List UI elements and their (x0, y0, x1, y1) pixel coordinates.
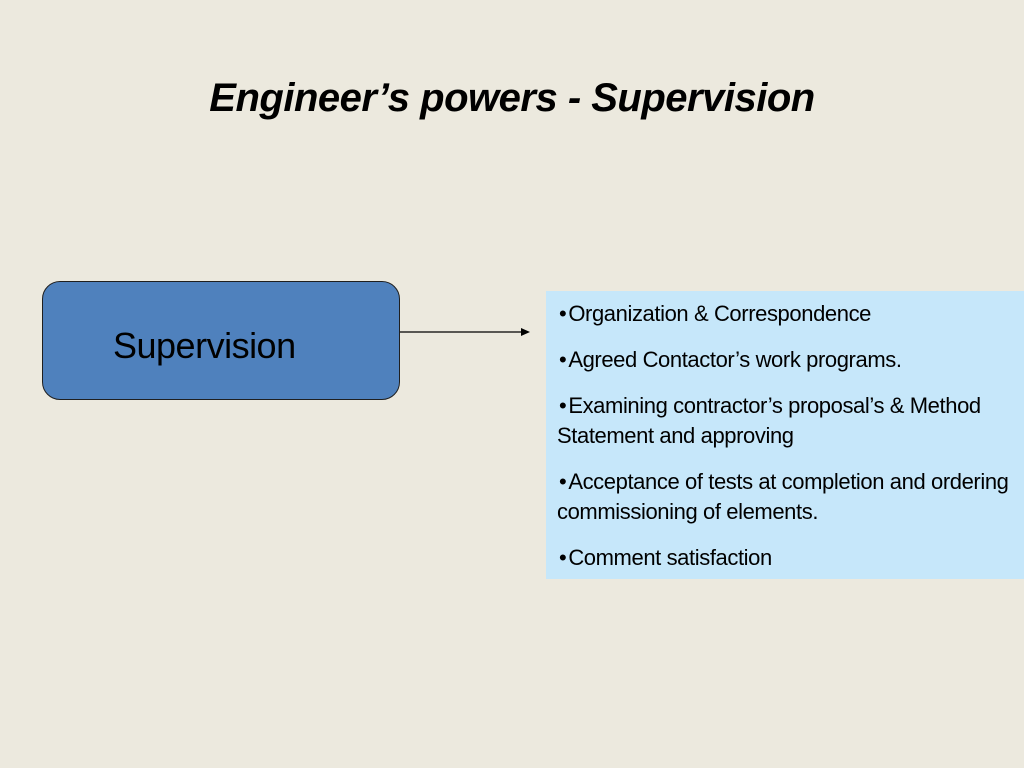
details-item-text: Agreed Contactor’s work programs. (568, 347, 902, 372)
details-item-text: Acceptance of tests at completion and or… (557, 469, 1009, 524)
bullet-icon: • (559, 301, 567, 326)
details-item-text: Comment satisfaction (568, 545, 772, 570)
details-panel: •Organization & Correspondence •Agreed C… (546, 291, 1024, 579)
bullet-icon: • (559, 469, 567, 494)
supervision-node: Supervision (42, 281, 400, 400)
bullet-icon: • (559, 545, 567, 570)
supervision-node-label: Supervision (113, 325, 296, 366)
details-item-satisfaction: •Comment satisfaction (557, 543, 1012, 573)
bullet-icon: • (559, 393, 567, 418)
details-item-text: Organization & Correspondence (568, 301, 872, 326)
details-item-text: Examining contractor’s proposal’s & Meth… (557, 393, 981, 448)
details-list: •Organization & Correspondence •Agreed C… (557, 299, 1012, 573)
details-item-organization: •Organization & Correspondence (557, 299, 1012, 329)
arrow-head-icon (521, 328, 530, 336)
slide-title: Engineer’s powers - Supervision (209, 76, 815, 120)
connector-arrow (400, 328, 530, 336)
details-item-proposals: •Examining contractor’s proposal’s & Met… (557, 391, 1012, 451)
bullet-icon: • (559, 347, 567, 372)
details-item-work-programs: •Agreed Contactor’s work programs. (557, 345, 1012, 375)
details-item-acceptance: •Acceptance of tests at completion and o… (557, 467, 1012, 527)
